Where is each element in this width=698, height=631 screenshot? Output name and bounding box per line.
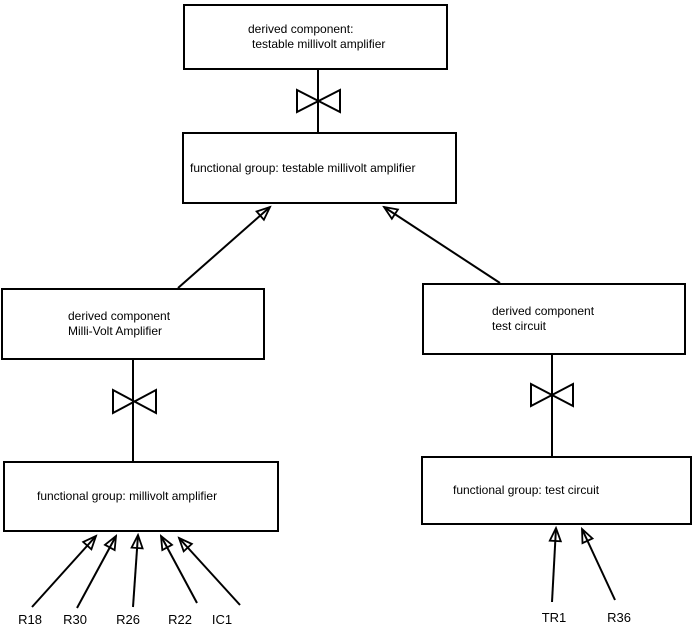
leaf-label-tr1: TR1	[541, 610, 567, 625]
arrow-left-derived-to-fg-testable	[177, 207, 270, 289]
node-derived-testable-millivolt-amplifier: derived component: testable millivolt am…	[183, 4, 448, 70]
leaf-label-r18: R18	[18, 612, 42, 627]
node-text-line: testable millivolt amplifier	[252, 37, 386, 51]
bowtie-icon-top	[296, 88, 341, 114]
node-text-line: functional group: millivolt amplifier	[37, 489, 218, 503]
arrow-r18-to-fg-millivolt	[31, 536, 96, 608]
arrow-r30-to-fg-millivolt	[76, 536, 116, 609]
node-fg-test-circuit: functional group: test circuit	[421, 456, 692, 525]
arrow-r26-to-fg-millivolt	[133, 535, 138, 608]
bowtie-icon-left	[112, 388, 157, 415]
leaf-label-r36: R36	[607, 610, 631, 625]
arrow-tr1-to-fg-test	[552, 528, 556, 603]
leaf-label-r22: R22	[168, 612, 192, 627]
node-fg-millivolt-amplifier: functional group: millivolt amplifier	[3, 461, 279, 532]
node-text-line: functional group: test circuit	[453, 483, 600, 497]
arrow-ic1-to-fg-millivolt	[179, 538, 241, 606]
node-text-line: test circuit	[492, 319, 547, 333]
node-text-line: functional group: testable millivolt amp…	[190, 160, 416, 175]
arrow-r22-to-fg-millivolt	[161, 536, 198, 604]
node-fg-testable-millivolt-amplifier: functional group: testable millivolt amp…	[182, 132, 457, 204]
node-text-line: derived component:	[248, 22, 354, 36]
node-text-line: Milli-Volt Amplifier	[68, 324, 163, 338]
node-text-line: derived component	[492, 304, 595, 318]
bowtie-icon-right	[530, 382, 574, 408]
leaf-label-ic1: IC1	[211, 612, 233, 627]
arrow-r36-to-fg-test	[582, 529, 616, 601]
arrow-right-derived-to-fg-testable	[384, 207, 501, 284]
leaf-label-r26: R26	[116, 612, 140, 627]
node-derived-milli-volt-amplifier: derived component Milli-Volt Amplifier	[1, 288, 265, 360]
node-text-line: derived component	[68, 309, 171, 323]
leaf-label-r30: R30	[63, 612, 87, 627]
node-derived-test-circuit: derived component test circuit	[422, 283, 686, 355]
